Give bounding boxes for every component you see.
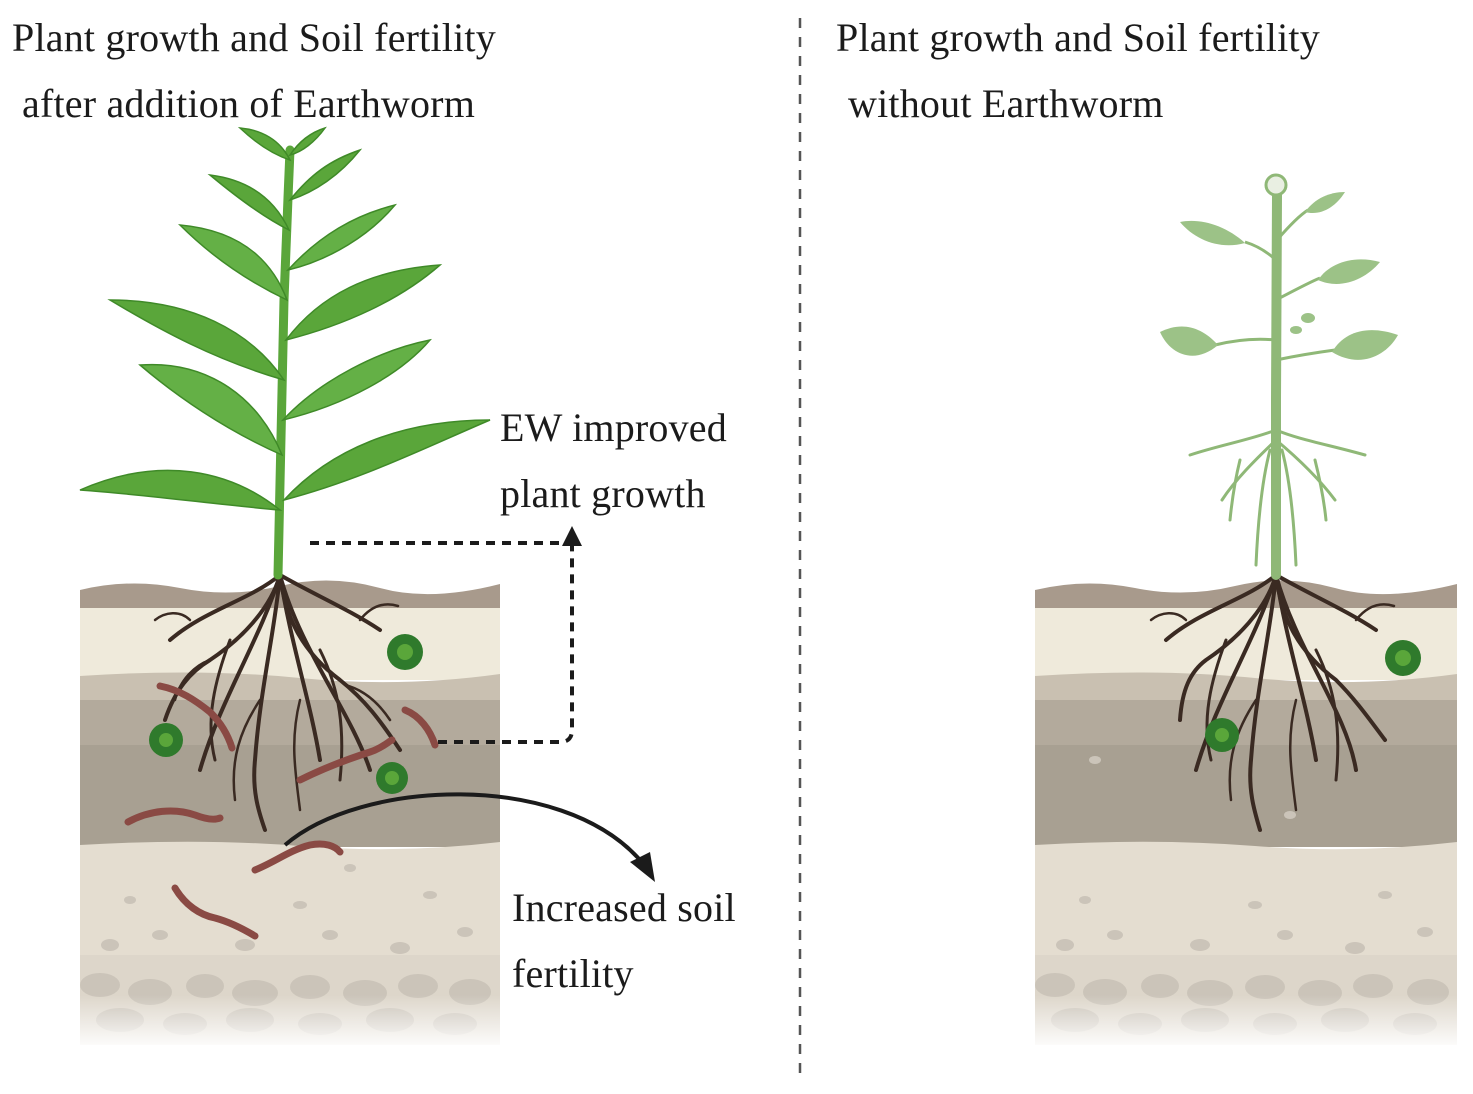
right-title-line2: without Earthworm — [848, 81, 1164, 126]
left-soil-microbes — [149, 634, 423, 794]
growth-annotation-line2: plant growth — [500, 471, 706, 516]
left-earthworms — [124, 682, 439, 940]
left-healthy-plant — [79, 126, 491, 580]
fertility-curved-arrow — [283, 792, 655, 882]
left-title-line2: after addition of Earthworm — [22, 81, 476, 126]
right-plant-roots — [1149, 573, 1396, 832]
left-title-line1: Plant growth and Soil fertility — [12, 15, 496, 60]
growth-arrow-head — [562, 526, 582, 546]
fertility-annotation-line2: fertility — [512, 951, 634, 996]
growth-dashed-arrow — [310, 541, 574, 744]
right-soil-microbes — [1205, 640, 1421, 752]
right-title-line1: Plant growth and Soil fertility — [836, 15, 1320, 60]
fertility-annotation-line1: Increased soil — [512, 885, 736, 930]
left-soil-block — [75, 580, 505, 1050]
growth-annotation-line1: EW improved — [500, 405, 727, 450]
right-weak-plant — [1160, 173, 1398, 580]
